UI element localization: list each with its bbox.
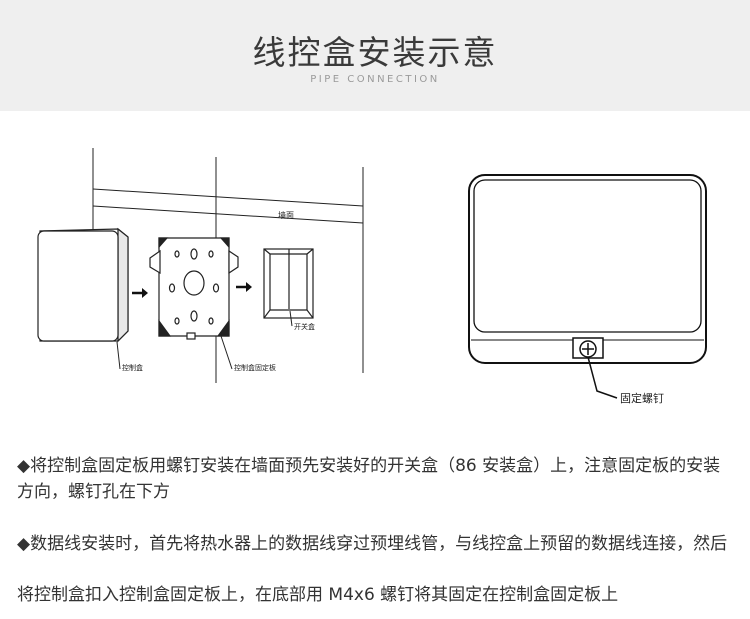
- switch-box-label: 开关盒: [294, 322, 315, 331]
- screw-leader: [587, 356, 618, 399]
- switch-box-leader: [289, 310, 293, 327]
- screw-label: 固定螺钉: [620, 391, 664, 405]
- fixing-plate-leader: [220, 335, 233, 370]
- fixing-plate-label: 控制盒固定板: [234, 363, 276, 372]
- arrow-icon: [132, 288, 148, 298]
- page-header: 线控盒安装示意 PIPE CONNECTION: [0, 0, 750, 111]
- screw-icon: [572, 337, 604, 359]
- instruction-paragraph-1: ◆将控制盒固定板用螺钉安装在墙面预先安装好的开关盒（86 安装盒）上，注意固定板…: [17, 456, 721, 502]
- instruction-paragraph-3: 将控制盒扣入控制盒固定板上，在底部用 M4x6 螺钉将其固定在控制盒固定板上: [17, 585, 619, 605]
- page-title: 线控盒安装示意: [252, 33, 498, 72]
- installation-diagram: 墙面 控制盒: [0, 111, 750, 441]
- wall-label: 墙面: [278, 210, 294, 220]
- fixing-plate-drawing: [149, 237, 239, 340]
- arrow-icon: [236, 282, 252, 292]
- control-box-leader: [116, 341, 121, 370]
- instruction-paragraph-2: ◆数据线安装时，首先将热水器上的数据线穿过预埋线管，与线控盒上预留的数据线连接，…: [17, 534, 728, 554]
- page-subtitle: PIPE CONNECTION: [310, 74, 440, 85]
- switch-box-drawing: [263, 248, 314, 319]
- installation-diagram-svg: 墙面 控制盒: [37, 148, 707, 405]
- control-box-front-drawing: [468, 174, 707, 364]
- wall-drawing: [92, 148, 364, 383]
- control-box-label: 控制盒: [122, 363, 143, 372]
- control-box-drawing: [37, 227, 129, 343]
